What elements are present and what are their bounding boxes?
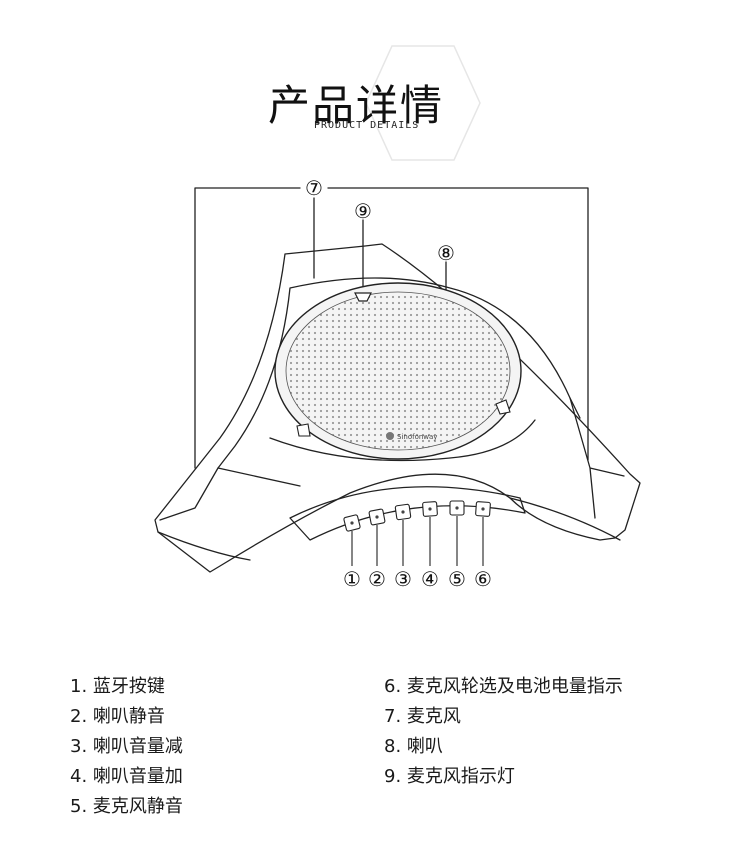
feature-list-left: 1. 蓝牙按键 2. 喇叭静音 3. 喇叭音量减 4. 喇叭音量加 5. 麦克风… [70, 672, 183, 822]
callout-2: ② [368, 567, 386, 591]
callout-4: ④ [421, 567, 439, 591]
base-line [157, 497, 621, 561]
mic-select-icon [481, 507, 485, 511]
feature-item: 8. 喇叭 [384, 736, 443, 757]
callout-7: ⑦ [305, 176, 323, 200]
speaker-mute-icon [375, 515, 379, 519]
callout-7-bracket [194, 187, 589, 469]
feature-list-right: 6. 麦克风轮选及电池电量指示 7. 麦克风 8. 喇叭 9. 麦克风指示灯 [384, 672, 623, 792]
callout-5: ⑤ [448, 567, 466, 591]
page-subtitle: PRODUCT DETAILS [314, 120, 420, 131]
feature-item: 3. 喇叭音量减 [70, 736, 183, 757]
feature-item: 2. 喇叭静音 [70, 706, 165, 727]
callout-8: ⑧ [437, 241, 455, 265]
top-panel-edge [269, 419, 536, 462]
feature-item: 6. 麦克风轮选及电池电量指示 [384, 676, 623, 697]
hexagon-decoration [365, 45, 481, 161]
mic-indicator-light [354, 292, 372, 302]
bluetooth-icon [350, 521, 354, 525]
callout-3: ③ [394, 567, 412, 591]
feature-item: 7. 麦克风 [384, 706, 461, 727]
device-top-bevel [217, 277, 581, 469]
front-face [289, 486, 526, 541]
callout-6: ⑥ [474, 567, 492, 591]
callout-1: ① [343, 567, 361, 591]
callout-9: ⑨ [354, 199, 372, 223]
page-title: 产品详情 [268, 81, 445, 130]
feature-item: 5. 麦克风静音 [70, 796, 183, 817]
side-mic-port-right [495, 399, 511, 415]
brand-logo-text: Sinofonway [397, 433, 437, 441]
mic-mute-icon [455, 506, 459, 510]
side-mic-port-left [296, 423, 311, 437]
feature-item: 1. 蓝牙按键 [70, 676, 165, 697]
volume-up-icon [428, 507, 432, 511]
left-wing-facet [159, 467, 301, 521]
device-body-outline [154, 243, 641, 573]
speaker-grille [285, 291, 511, 451]
feature-item: 9. 麦克风指示灯 [384, 766, 515, 787]
volume-down-icon [401, 510, 405, 514]
feature-item: 4. 喇叭音量加 [70, 766, 183, 787]
product-diagram: Sinofonway ⑦ ⑨ ⑧ ① ② ③ ④ ⑤ ⑥ [154, 176, 641, 591]
right-wing-facet [569, 397, 625, 519]
brand-logo-icon [386, 432, 394, 440]
